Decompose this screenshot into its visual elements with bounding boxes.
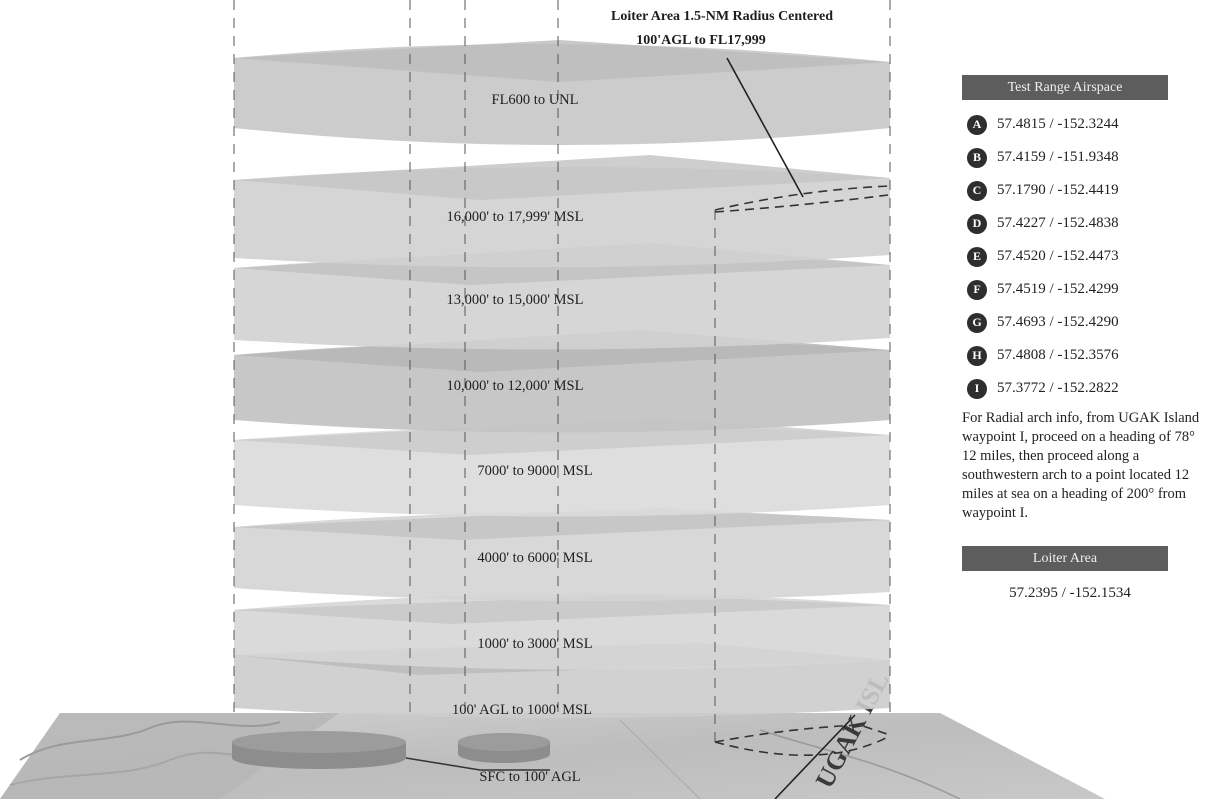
waypoint-a-badge: A xyxy=(967,114,987,135)
loiter-area-header: Loiter Area xyxy=(962,546,1168,571)
layer-label-10000: 10,000' to 12,000' MSL xyxy=(447,378,584,394)
waypoint-g-badge: G xyxy=(967,312,987,333)
waypoint-item: D 57.4227 / -152.4838 xyxy=(962,207,1202,240)
waypoint-h-badge: H xyxy=(967,345,987,366)
waypoint-item: G 57.4693 / -152.4290 xyxy=(962,306,1202,339)
waypoint-item: I 57.3772 / -152.2822 xyxy=(962,372,1202,405)
layer-label-4000: 4000' to 6000' MSL xyxy=(477,550,592,566)
legend-panel: Test Range Airspace A 57.4815 / -152.3244… xyxy=(962,75,1202,602)
waypoint-item: E 57.4520 / -152.4473 xyxy=(962,240,1202,273)
waypoint-coords: 57.4159 / -151.9348 xyxy=(997,149,1119,165)
layer-label-16000: 16,000' to 17,999' MSL xyxy=(447,209,584,225)
loiter-area-coords: 57.2395 / -152.1534 xyxy=(1009,585,1131,601)
waypoint-coords: 57.4520 / -152.4473 xyxy=(997,248,1119,264)
layer-label-13000: 13,000' to 15,000' MSL xyxy=(447,292,584,308)
loiter-cylinder xyxy=(714,185,891,756)
waypoint-e-badge: E xyxy=(967,246,987,267)
radial-arch-note: For Radial arch info, from UGAK Island w… xyxy=(962,410,1200,521)
waypoint-coords: 57.4227 / -152.4838 xyxy=(997,215,1119,231)
layer-label-7000: 7000' to 9000' MSL xyxy=(477,463,592,479)
waypoint-item: H 57.4808 / -152.3576 xyxy=(962,339,1202,372)
waypoint-item: A 57.4815 / -152.3244 xyxy=(962,108,1202,141)
waypoint-i-badge: I xyxy=(967,378,987,399)
waypoint-item: F 57.4519 / -152.4299 xyxy=(962,273,1202,306)
waypoint-coords: 57.4815 / -152.3244 xyxy=(997,116,1119,132)
callout-leaders xyxy=(726,57,856,800)
layer-label-100agl: 100' AGL to 1000' MSL xyxy=(452,702,592,718)
waypoint-item: C 57.1790 / -152.4419 xyxy=(962,174,1202,207)
loiter-callout-line2: 100'AGL to FL17,999 xyxy=(636,33,766,48)
waypoint-coords: 57.3772 / -152.2822 xyxy=(997,380,1119,396)
waypoint-list: A 57.4815 / -152.3244 B 57.4159 / -151.934… xyxy=(962,108,1202,405)
test-range-header: Test Range Airspace xyxy=(962,75,1168,100)
waypoint-c-badge: C xyxy=(967,180,987,201)
waypoint-coords: 57.4808 / -152.3576 xyxy=(997,347,1119,363)
waypoint-d-badge: D xyxy=(967,213,987,234)
waypoint-coords: 57.4693 / -152.4290 xyxy=(997,314,1119,330)
layer-label-sfc: SFC to 100' AGL xyxy=(479,769,580,785)
loiter-callout-line1: Loiter Area 1.5-NM Radius Centered xyxy=(611,9,833,24)
waypoint-coords: 57.1790 / -152.4419 xyxy=(997,182,1119,198)
altitude-layers xyxy=(234,40,890,718)
layer-label-1000: 1000' to 3000' MSL xyxy=(477,636,592,652)
ground-cylinders xyxy=(232,731,550,771)
waypoint-b-badge: B xyxy=(967,147,987,168)
waypoint-coords: 57.4519 / -152.4299 xyxy=(997,281,1119,297)
waypoint-item: B 57.4159 / -151.9348 xyxy=(962,141,1202,174)
layer-label-fl600: FL600 to UNL xyxy=(492,92,579,108)
waypoint-f-badge: F xyxy=(967,279,987,300)
